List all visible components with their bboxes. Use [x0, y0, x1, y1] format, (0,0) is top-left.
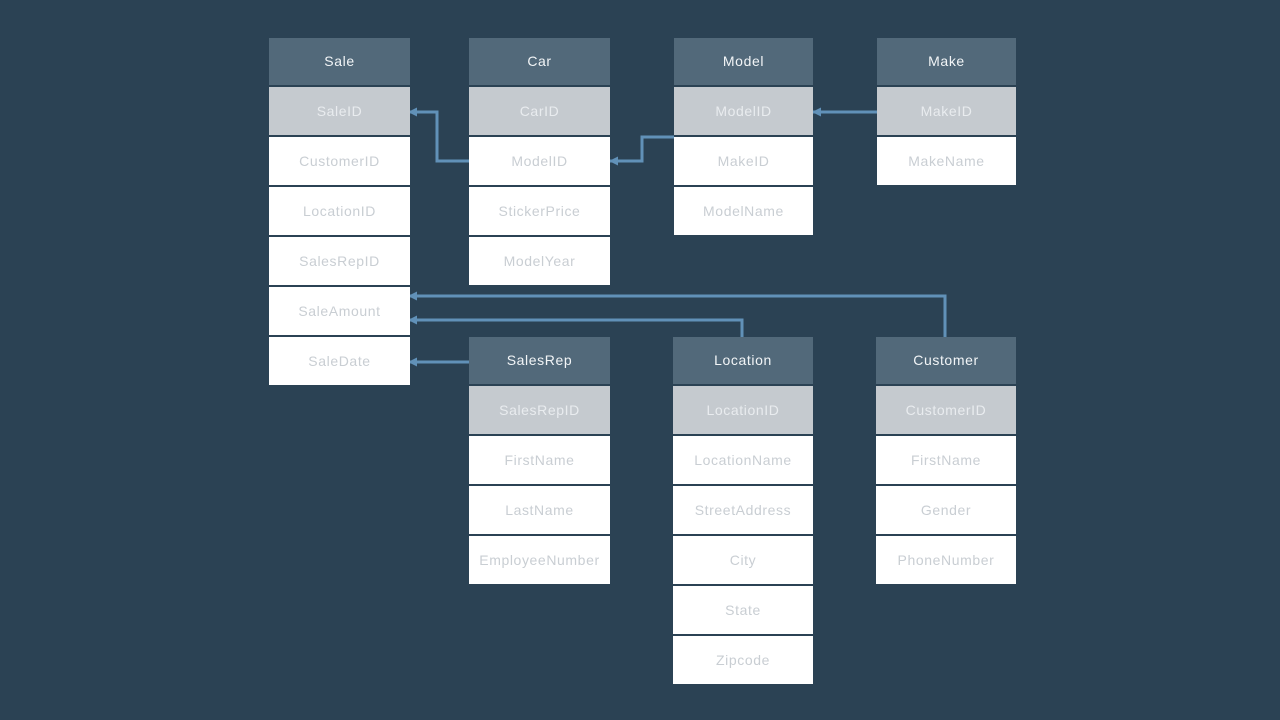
table-title: Customer	[876, 337, 1016, 384]
key-field-row: CustomerID	[876, 386, 1016, 434]
connector-sale-location-arrowhead-icon	[408, 315, 417, 325]
table-title: Model	[674, 38, 813, 85]
field-row: ModelName	[674, 187, 813, 235]
key-field-row: SaleID	[269, 87, 410, 135]
field-row: LocationName	[673, 436, 813, 484]
field-row: CustomerID	[269, 137, 410, 185]
connector-make-model-arrowhead-icon	[812, 107, 821, 117]
field-row: StickerPrice	[469, 187, 610, 235]
field-row: PhoneNumber	[876, 536, 1016, 584]
key-field-row: MakeID	[877, 87, 1016, 135]
field-row: SalesRepID	[269, 237, 410, 285]
connector-sale-salesrep-arrowhead-icon	[408, 357, 417, 367]
field-row: LastName	[469, 486, 610, 534]
key-field-row: LocationID	[673, 386, 813, 434]
key-field-row: SalesRepID	[469, 386, 610, 434]
field-row: EmployeeNumber	[469, 536, 610, 584]
connector-sale-car	[409, 110, 469, 163]
field-row: SaleDate	[269, 337, 410, 385]
field-row: State	[673, 586, 813, 634]
field-row: StreetAddress	[673, 486, 813, 534]
connector-sale-car-arrowhead-icon	[408, 107, 417, 117]
table-title: Location	[673, 337, 813, 384]
table-title: Sale	[269, 38, 410, 85]
table-title: Car	[469, 38, 610, 85]
field-row: MakeID	[674, 137, 813, 185]
connector-sale-customer-arrowhead-icon	[408, 291, 417, 301]
field-row: FirstName	[469, 436, 610, 484]
field-row: SaleAmount	[269, 287, 410, 335]
field-row: Zipcode	[673, 636, 813, 684]
connector-car-model	[610, 135, 674, 163]
field-row: LocationID	[269, 187, 410, 235]
field-row: ModelID	[469, 137, 610, 185]
table-title: SalesRep	[469, 337, 610, 384]
field-row: Gender	[876, 486, 1016, 534]
field-row: FirstName	[876, 436, 1016, 484]
key-field-row: CarID	[469, 87, 610, 135]
connector-sale-customer	[409, 294, 947, 337]
connector-car-model-arrowhead-icon	[609, 156, 618, 166]
key-field-row: ModelID	[674, 87, 813, 135]
field-row: MakeName	[877, 137, 1016, 185]
connector-sale-location	[409, 318, 744, 337]
table-title: Make	[877, 38, 1016, 85]
field-row: City	[673, 536, 813, 584]
field-row: ModelYear	[469, 237, 610, 285]
